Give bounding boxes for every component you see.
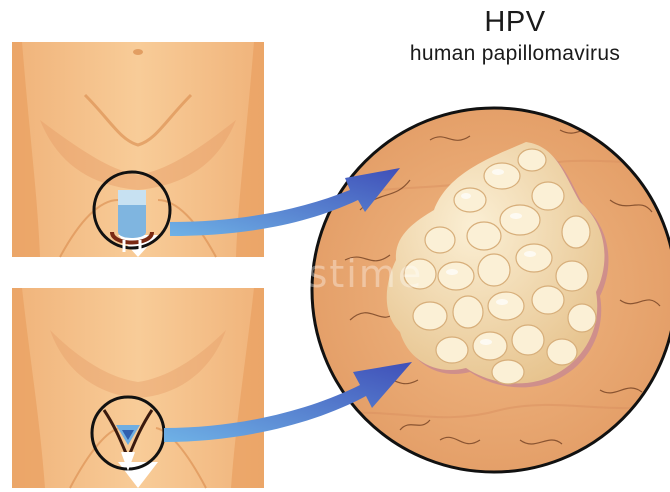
watermark: dreamstime (175, 252, 423, 296)
female-figure (12, 288, 264, 488)
page-subtitle: human papillomavirus (380, 42, 650, 66)
page-title: HPV (380, 6, 650, 39)
